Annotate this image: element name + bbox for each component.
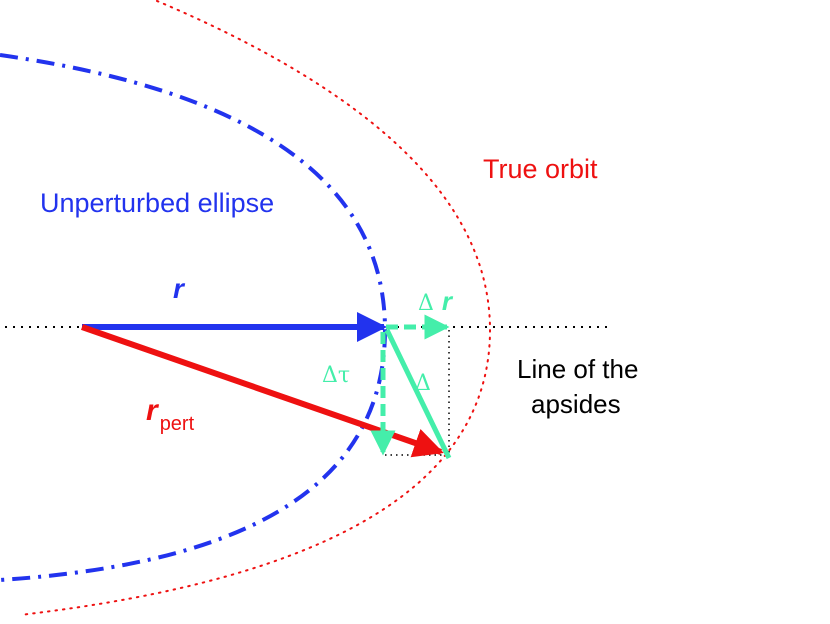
true-orbit-curve bbox=[19, 0, 492, 616]
vector-delta bbox=[384, 328, 452, 460]
r-pert-main: r bbox=[146, 394, 160, 427]
apsides-label-line2: apsides bbox=[531, 389, 621, 419]
delta-r-letter: r bbox=[442, 286, 454, 316]
vector-r-pert bbox=[81, 324, 444, 458]
delta-r-symbol: Δ bbox=[418, 291, 434, 316]
delta-tau-label: Δτ bbox=[322, 363, 350, 388]
delta-label: Δ bbox=[415, 371, 431, 396]
r-label: r bbox=[173, 273, 186, 304]
apsides-label-line1: Line of the bbox=[517, 354, 638, 384]
unperturbed-ellipse-curve bbox=[0, 53, 388, 582]
true-orbit-label: True orbit bbox=[483, 154, 598, 184]
unperturbed-ellipse-label: Unperturbed ellipse bbox=[40, 188, 274, 218]
r-pert-subscript: pert bbox=[160, 413, 195, 435]
